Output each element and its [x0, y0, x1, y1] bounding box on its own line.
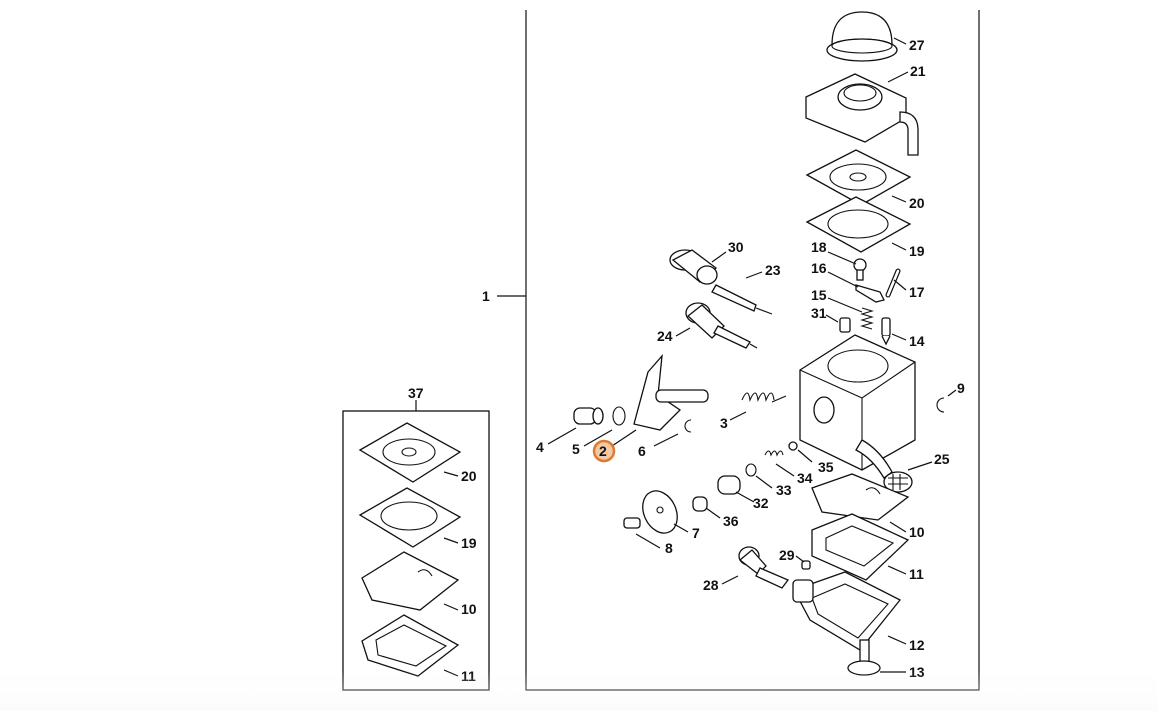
part-25-fuel-screen[interactable] [883, 471, 913, 493]
part-17-pin[interactable] [885, 268, 901, 298]
part-5-washer[interactable] [612, 406, 626, 426]
part-31-plug[interactable] [839, 317, 851, 333]
callout-12[interactable]: 12 [909, 637, 925, 653]
leader-lines [443, 37, 957, 677]
part-21-pump-cover[interactable] [805, 73, 919, 156]
callout-9[interactable]: 9 [957, 380, 965, 396]
part-16-lever[interactable] [855, 284, 885, 303]
part-30-limiter-cap[interactable] [669, 249, 718, 285]
callout-2[interactable]: 2 [599, 443, 607, 459]
callout-2-highlighted[interactable]: 2 [592, 439, 616, 463]
callout-11[interactable]: 11 [909, 566, 924, 582]
part-36-spring[interactable] [692, 496, 708, 512]
part-35-screen[interactable] [788, 441, 798, 451]
part-3-spring[interactable] [741, 392, 787, 403]
part-4-bushing[interactable] [573, 407, 604, 425]
part-10-metering-diaphragm[interactable] [811, 473, 910, 521]
part-27-primer-bulb[interactable] [826, 11, 898, 62]
callout-21[interactable]: 21 [910, 63, 926, 79]
callout-24[interactable]: 24 [657, 328, 673, 344]
callout-14[interactable]: 14 [909, 333, 925, 349]
part-6-e-clip[interactable] [684, 419, 692, 433]
callout-15[interactable]: 15 [811, 287, 827, 303]
part-33-o-ring[interactable] [745, 463, 757, 477]
carburetor-body[interactable] [799, 334, 916, 479]
callout-35[interactable]: 35 [818, 459, 834, 475]
callout-20[interactable]: 20 [909, 195, 925, 211]
part-23-high-speed-screw[interactable] [711, 284, 773, 315]
kit-part-10-diaphragm[interactable] [361, 551, 460, 611]
callout-19[interactable]: 19 [909, 243, 925, 259]
callouts: 27 21 20 19 18 16 17 15 31 14 30 23 24 9… [408, 37, 965, 684]
callout-34[interactable]: 34 [797, 470, 813, 486]
callout-10[interactable]: 10 [909, 524, 925, 540]
part-7-throttle-plate[interactable] [636, 485, 684, 538]
callout-33[interactable]: 33 [776, 482, 792, 498]
callout-37[interactable]: 37 [408, 385, 424, 401]
callout-28[interactable]: 28 [703, 577, 719, 593]
throttle-lever[interactable] [633, 354, 709, 431]
callout-8[interactable]: 8 [665, 540, 673, 556]
kit-part-11-gasket[interactable] [361, 614, 460, 677]
callout-13[interactable]: 13 [909, 664, 925, 680]
callout-4[interactable]: 4 [536, 439, 544, 455]
callout-6[interactable]: 6 [638, 443, 646, 459]
part-11-gasket[interactable] [811, 513, 910, 581]
part-12-metering-cover[interactable] [792, 571, 902, 651]
part-19-gasket[interactable] [805, 196, 912, 253]
callout-7[interactable]: 7 [692, 525, 700, 541]
callout-31[interactable]: 31 [811, 305, 827, 321]
part-29-pin[interactable] [801, 560, 811, 570]
kit-callout-19[interactable]: 19 [461, 535, 477, 551]
callout-1[interactable]: 1 [482, 288, 490, 304]
callout-29[interactable]: 29 [779, 547, 795, 563]
part-14-inlet-needle[interactable] [881, 317, 891, 346]
kit-part-20-diaphragm[interactable] [358, 422, 462, 483]
part-18-screw[interactable] [853, 258, 867, 281]
part-15-spring[interactable] [860, 307, 874, 330]
part-9-e-clip[interactable] [936, 397, 945, 413]
part-34-spring[interactable] [764, 450, 784, 457]
callout-27[interactable]: 27 [909, 37, 925, 53]
callout-3[interactable]: 3 [720, 415, 728, 431]
callout-36[interactable]: 36 [723, 513, 739, 529]
part-28-plug[interactable] [738, 546, 790, 589]
kit-callout-11[interactable]: 11 [461, 668, 476, 684]
part-20-diaphragm[interactable] [805, 149, 912, 206]
kit-callout-20[interactable]: 20 [461, 468, 477, 484]
callout-17[interactable]: 17 [909, 284, 925, 300]
callout-32[interactable]: 32 [753, 495, 769, 511]
callout-23[interactable]: 23 [765, 262, 781, 278]
part-8-screw[interactable] [623, 517, 641, 529]
callout-18[interactable]: 18 [811, 239, 827, 255]
callout-5[interactable]: 5 [572, 441, 580, 457]
part-24-low-speed-screw[interactable] [685, 302, 758, 349]
kit-part-19-gasket[interactable] [358, 487, 462, 548]
callout-25[interactable]: 25 [934, 451, 950, 467]
kit-callout-10[interactable]: 10 [461, 601, 477, 617]
part-32-valve[interactable] [717, 475, 741, 495]
callout-30[interactable]: 30 [728, 239, 744, 255]
callout-16[interactable]: 16 [811, 260, 827, 276]
